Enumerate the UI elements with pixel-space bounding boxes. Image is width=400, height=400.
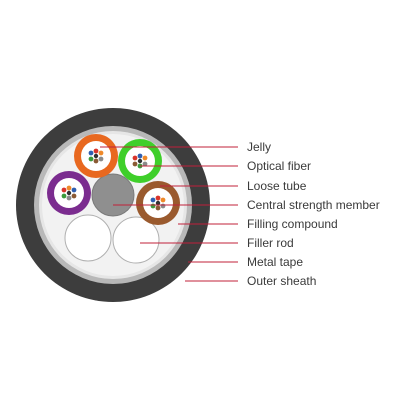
loose-tube-purple xyxy=(47,171,91,215)
label-jelly: Jelly xyxy=(247,140,271,154)
filler-rod-left xyxy=(64,214,112,262)
label-central-strength-member: Central strength member xyxy=(247,198,380,212)
central-strength-member xyxy=(91,173,135,217)
fiber-bundle xyxy=(150,195,166,211)
label-metal-tape: Metal tape xyxy=(247,255,303,269)
leader-lines xyxy=(100,146,238,282)
label-filling-compound: Filling compound xyxy=(247,217,338,231)
fiber-bundle xyxy=(61,185,77,201)
fiber-bundle xyxy=(132,153,148,169)
label-loose-tube: Loose tube xyxy=(247,179,307,193)
loose-tube-orange xyxy=(74,134,118,178)
label-filler-rod: Filler rod xyxy=(247,236,294,250)
filler-rod-right xyxy=(112,216,160,264)
label-outer-sheath: Outer sheath xyxy=(247,274,316,288)
loose-tube-green xyxy=(118,139,162,183)
loose-tube-brown xyxy=(136,181,180,225)
labels: Jelly Optical fiber Loose tube Central s… xyxy=(247,140,380,288)
fiber-bundle xyxy=(88,148,104,164)
label-optical-fiber: Optical fiber xyxy=(247,159,311,173)
